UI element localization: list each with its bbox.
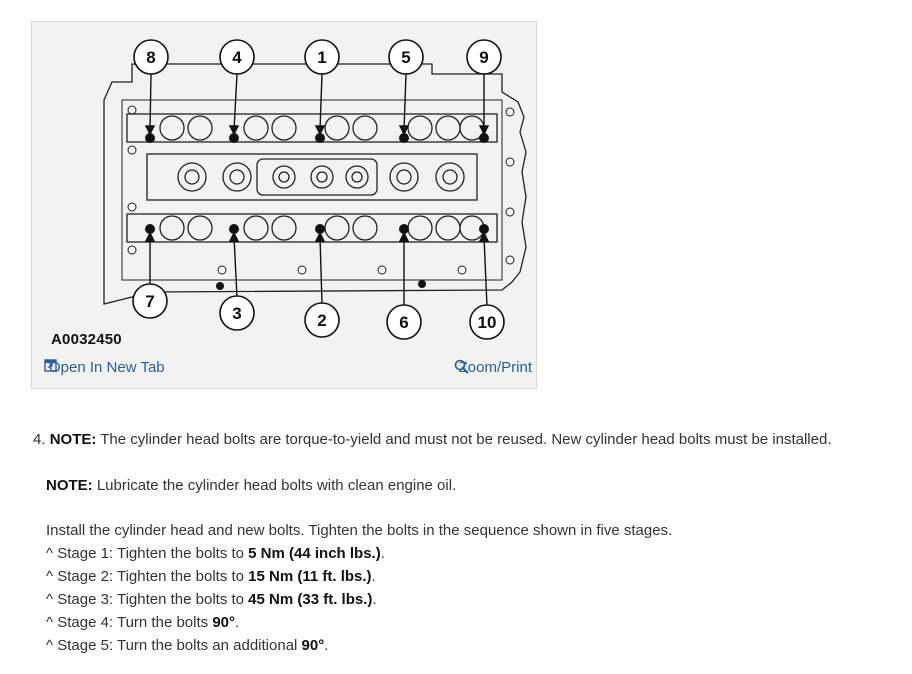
stage-2: ^ Stage 2: Tighten the bolts to 15 Nm (1… [46, 568, 376, 585]
zoom-print-label: Zoom/Print [458, 359, 532, 376]
stage-3-suffix: . [372, 591, 377, 608]
bolt-callout-circle [466, 39, 502, 75]
stage-4-prefix: ^ Stage 4: Turn the bolts [46, 614, 213, 631]
bolt-callout-circle [388, 39, 424, 75]
bolt-callout-circle [469, 304, 505, 340]
bolt-callout-circle [132, 283, 168, 319]
stage-4-value: 90° [212, 614, 235, 631]
stage-5-suffix: . [324, 637, 329, 654]
zoom-print-link[interactable]: Zoom/Print [454, 359, 532, 376]
figure-panel: 8 4 1 5 9 7 3 2 6 10 A0032450 Open In New Tab Zoo… [31, 21, 537, 389]
bolt-callout-number: 3 [232, 304, 241, 323]
bolt-callout-number: 8 [146, 48, 155, 67]
bolt-callout-circle [304, 39, 340, 75]
note-1-text: The cylinder head bolts are torque-to-yi… [96, 431, 832, 448]
stage-3-value: 45 Nm (33 ft. lbs.) [248, 591, 373, 608]
open-new-tab-label: Open In New Tab [49, 359, 165, 376]
step-number: 4. [33, 431, 46, 448]
note-1: 4. NOTE: The cylinder head bolts are tor… [33, 431, 832, 448]
stage-1-value: 5 Nm (44 inch lbs.) [248, 545, 381, 562]
bolt-callout-circle [219, 39, 255, 75]
stage-3: ^ Stage 3: Tighten the bolts to 45 Nm (3… [46, 591, 377, 608]
bolt-callout-number: 5 [401, 48, 410, 67]
stage-1-prefix: ^ Stage 1: Tighten the bolts to [46, 545, 249, 562]
stage-5-value: 90° [301, 637, 325, 654]
open-new-tab-link[interactable]: Open In New Tab [44, 359, 165, 376]
stage-2-prefix: ^ Stage 2: Tighten the bolts to [46, 568, 249, 585]
stage-2-value: 15 Nm (11 ft. lbs.) [248, 568, 372, 585]
note-2: NOTE: Lubricate the cylinder head bolts … [46, 477, 456, 494]
bolt-callout-number: 7 [145, 292, 154, 311]
note-2-text: Lubricate the cylinder head bolts with c… [92, 477, 457, 494]
stage-5: ^ Stage 5: Turn the bolts an additional … [46, 637, 328, 654]
note-1-label: NOTE: [49, 431, 97, 448]
bolt-callout-circle [386, 304, 422, 340]
bolt-callout-number: 2 [317, 311, 326, 330]
note-2-label: NOTE: [46, 477, 93, 494]
stage-3-prefix: ^ Stage 3: Tighten the bolts to [46, 591, 249, 608]
stage-2-suffix: . [371, 568, 376, 585]
cylinder-head-diagram: 8 4 1 5 9 7 3 2 6 10 [103, 39, 527, 340]
bolt-callout-number: 6 [399, 313, 408, 332]
bolt-callout-number: 10 [478, 313, 497, 332]
figure-id: A0032450 [51, 331, 122, 348]
stage-1-suffix: . [380, 545, 385, 562]
bolt-callout-number: 9 [479, 48, 488, 67]
bolt-callout-circle [304, 302, 340, 338]
bolt-callout-number: 4 [232, 48, 242, 67]
stage-4: ^ Stage 4: Turn the bolts 90°. [46, 614, 239, 631]
figure-links: Open In New Tab Zoom/Print [44, 359, 532, 381]
stage-1: ^ Stage 1: Tighten the bolts to 5 Nm (44… [46, 545, 385, 562]
stage-4-suffix: . [235, 614, 240, 631]
bolt-callout-number: 1 [317, 48, 326, 67]
bolt-callout-circle [219, 295, 255, 331]
install-intro: Install the cylinder head and new bolts.… [46, 522, 673, 539]
bolt-callout-circle [133, 39, 169, 75]
stage-5-prefix: ^ Stage 5: Turn the bolts an additional [46, 637, 302, 654]
